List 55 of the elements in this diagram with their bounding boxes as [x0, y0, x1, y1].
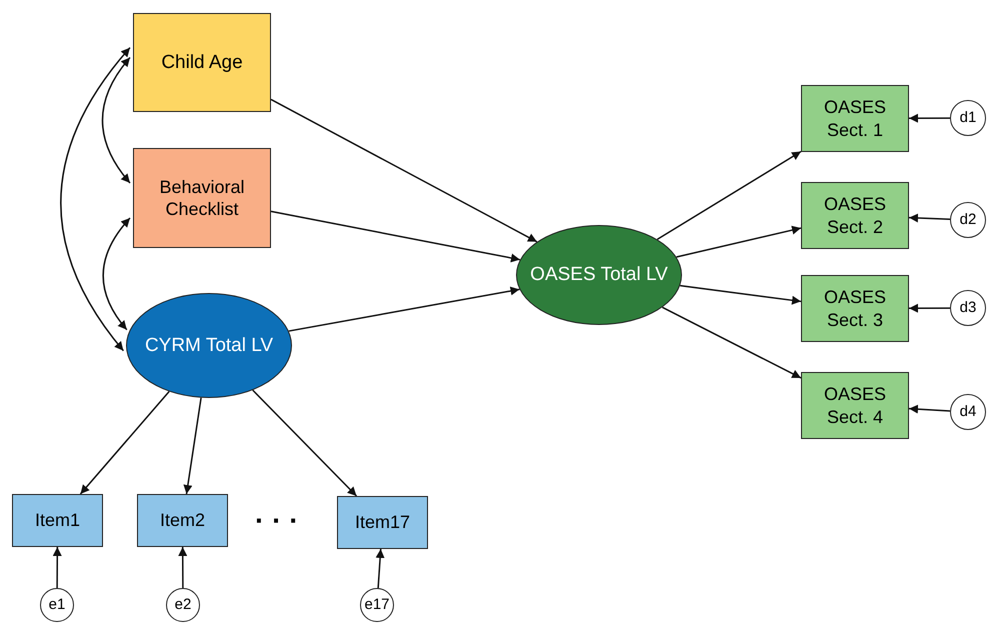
variable-box [133, 13, 271, 112]
path-arrow [908, 214, 950, 222]
node-label: Item2 [160, 509, 206, 532]
path-arrow [376, 548, 385, 588]
path-arrow [252, 390, 358, 497]
path-arrow [288, 286, 520, 332]
node-label: e1 [48, 596, 66, 614]
error-circle [950, 394, 986, 430]
error-circle [360, 588, 394, 622]
item-box [137, 494, 228, 547]
path-arrow [662, 306, 802, 379]
node-label: OASES Sect. 2 [822, 193, 888, 238]
path-arrow [656, 150, 802, 240]
node-label: OASES Sect. 4 [822, 383, 888, 428]
indicator-box [801, 275, 909, 342]
covariance-arrow [102, 57, 131, 184]
item-box [12, 494, 103, 547]
error-circle [40, 588, 74, 622]
node-label: e2 [174, 596, 192, 614]
path-arrow [676, 226, 802, 258]
indicator-box [801, 182, 909, 249]
node-label: e17 [364, 596, 390, 614]
path-arrow [52, 547, 62, 588]
error-circle [166, 588, 200, 622]
error-circle [950, 100, 986, 136]
node-label: Item17 [354, 511, 410, 534]
error-circle [950, 202, 986, 238]
path-arrow [80, 391, 170, 494]
node-label: Child Age [161, 50, 243, 74]
node-label: OASES Sect. 3 [822, 286, 888, 331]
path-arrow [178, 547, 188, 588]
node-label: OASES Total LV [530, 263, 668, 287]
variable-box [133, 148, 271, 248]
node-label: d2 [960, 210, 976, 230]
node-label: CYRM Total LV [144, 334, 274, 358]
node-label: d1 [960, 108, 976, 128]
path-arrow [183, 398, 202, 494]
path-arrow [270, 210, 520, 262]
covariance-arrow [60, 47, 131, 352]
node-label: OASES Sect. 1 [822, 96, 888, 141]
node-label: d4 [960, 402, 976, 422]
indicator-box [801, 85, 909, 152]
path-arrow [909, 304, 950, 313]
path-arrow [270, 98, 538, 242]
node-label: Item1 [34, 509, 80, 532]
path-arrow [909, 114, 950, 123]
error-circle [950, 290, 986, 326]
covariance-arrow [102, 218, 131, 330]
node-label: d3 [960, 298, 976, 318]
ellipsis-label: · · · [255, 504, 299, 538]
item-box [337, 496, 428, 549]
path-arrow [908, 404, 950, 414]
path-arrow [680, 284, 802, 305]
indicator-box [801, 372, 909, 439]
node-label: Behavioral Checklist [158, 176, 246, 220]
